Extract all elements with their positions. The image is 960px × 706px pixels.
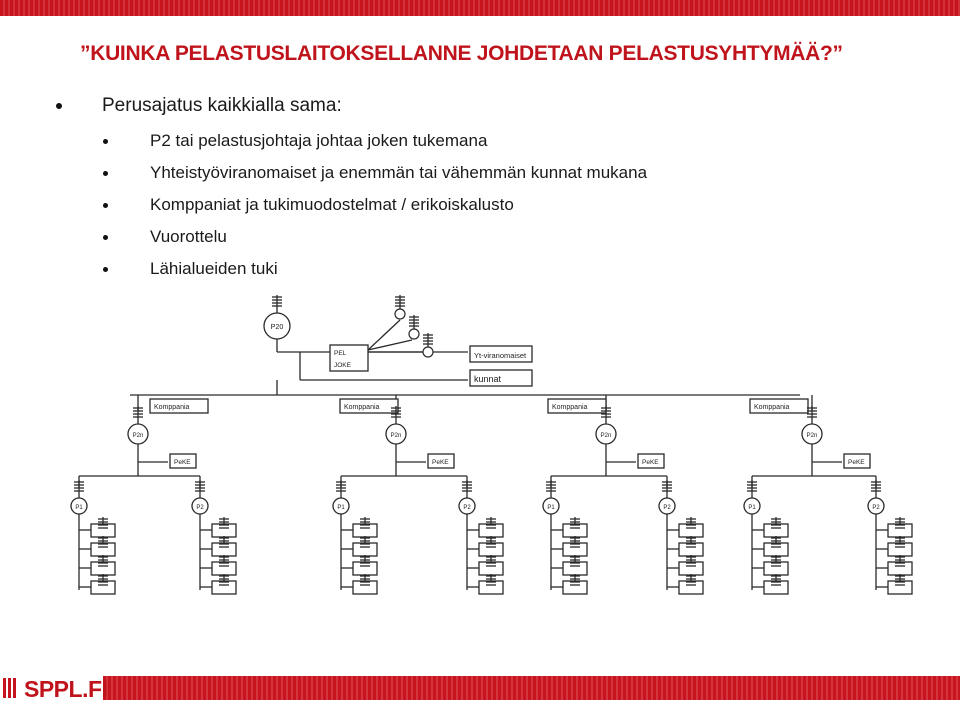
municipalities-box [469,369,533,387]
support-unit-box [169,453,197,469]
vehicle-unit-box [562,580,588,595]
vehicle-unit-box [887,542,913,557]
slide-title: ”KUINKA PELASTUSLAITOKSELLANNE JOHDETAAN… [80,42,843,65]
bullet-sub-text: Yhteistyöviranomaiset ja enemmän tai väh… [150,163,648,182]
platoon-leader-node-label: P1 [748,505,756,511]
vehicle-unit-box [678,542,704,557]
municipalities-box-label: kunnat [474,374,502,384]
bullet-dot-icon [103,139,108,144]
platoon-leader-node-label: P1 [337,505,345,511]
bullet-dot-icon [103,203,108,208]
vehicle-unit-box [562,523,588,538]
platoon-leader-node-label: P2 [872,505,880,511]
vehicle-unit-box [478,561,504,576]
company-box-label: Komppania [344,404,380,411]
brand-logo: SPPL.FI [24,676,108,702]
platoon-leader-node-label: P2 [663,505,671,511]
staff-box-line2: JOKE [334,362,352,369]
vehicle-unit-box [352,523,378,538]
vehicle-unit-box [211,561,237,576]
connector-line [367,319,401,351]
vehicle-unit-box [478,523,504,538]
platoon-leader-node-label: P2 [196,505,204,511]
staff-satellite-node [422,346,434,358]
company-leader-node-label: P2n [391,433,402,439]
support-unit-box [843,453,871,469]
support-unit-box [637,453,665,469]
cooperation-authorities-box-label: Yt-viranomaiset [474,351,527,360]
vehicle-unit-box [90,542,116,557]
staff-box-line1: PEL [334,350,347,357]
support-unit-box [427,453,455,469]
bullet-sub-text: Komppaniat ja tukimuodostelmat / erikois… [150,195,514,214]
vehicle-unit-box [763,542,789,557]
vehicle-unit-box [887,523,913,538]
vehicle-unit-box [211,580,237,595]
vehicle-unit-box [763,523,789,538]
vehicle-unit-box [90,580,116,595]
vehicle-unit-box [678,523,704,538]
platoon-leader-node-label: P1 [75,505,83,511]
vehicle-unit-box [763,580,789,595]
bullet-dot-icon [56,103,62,109]
bullet-dot-icon [103,171,108,176]
vehicle-unit-box [352,580,378,595]
bullet-dot-icon [103,235,108,240]
bullet-dot-icon [103,267,108,272]
footer-red-stripes [103,676,960,700]
company-box-label: Komppania [754,404,790,411]
vehicle-unit-box [763,561,789,576]
support-unit-box-label: PeKE [642,459,659,466]
support-unit-box-label: PeKE [432,459,449,466]
platoon-leader-node-label: P2 [463,505,471,511]
company-box [749,398,809,414]
vehicle-unit-box [478,542,504,557]
support-unit-box-label: PeKE [848,459,865,466]
vehicle-unit-box [90,523,116,538]
connector-line [367,339,413,351]
vehicle-unit-box [678,580,704,595]
support-unit-box-label: PeKE [174,459,191,466]
platoon-leader-node-label: P1 [547,505,555,511]
staff-box [329,344,369,372]
vehicle-unit-box [352,561,378,576]
company-box [339,398,399,414]
company-leader-node-label: P2n [601,433,612,439]
vehicle-unit-box [887,561,913,576]
bullet-sub-text: P2 tai pelastusjohtaja johtaa joken tuke… [150,131,488,150]
vehicle-unit-box [562,561,588,576]
staff-satellite-node [408,328,420,340]
vehicle-unit-box [211,523,237,538]
company-box-label: Komppania [154,404,190,411]
top-red-band [0,0,960,16]
vehicle-unit-box [678,561,704,576]
company-box [149,398,209,414]
bullet-main-text: Perusajatus kaikkialla sama: [102,95,342,116]
top-leader-node-label: P20 [271,323,284,331]
vehicle-unit-box [352,542,378,557]
bullet-sub-text: Vuorottelu [150,227,227,246]
vehicle-unit-box [887,580,913,595]
staff-satellite-node [394,308,406,320]
company-leader-node-label: P2n [133,433,144,439]
company-box-label: Komppania [552,404,588,411]
footer-left-stripe [3,678,17,698]
company-leader-node-label: P2n [807,433,818,439]
vehicle-unit-box [90,561,116,576]
bullet-sub-text: Lähialueiden tuki [150,259,278,278]
vehicle-unit-box [211,542,237,557]
cooperation-authorities-box [469,345,533,363]
vehicle-unit-box [478,580,504,595]
vehicle-unit-box [562,542,588,557]
